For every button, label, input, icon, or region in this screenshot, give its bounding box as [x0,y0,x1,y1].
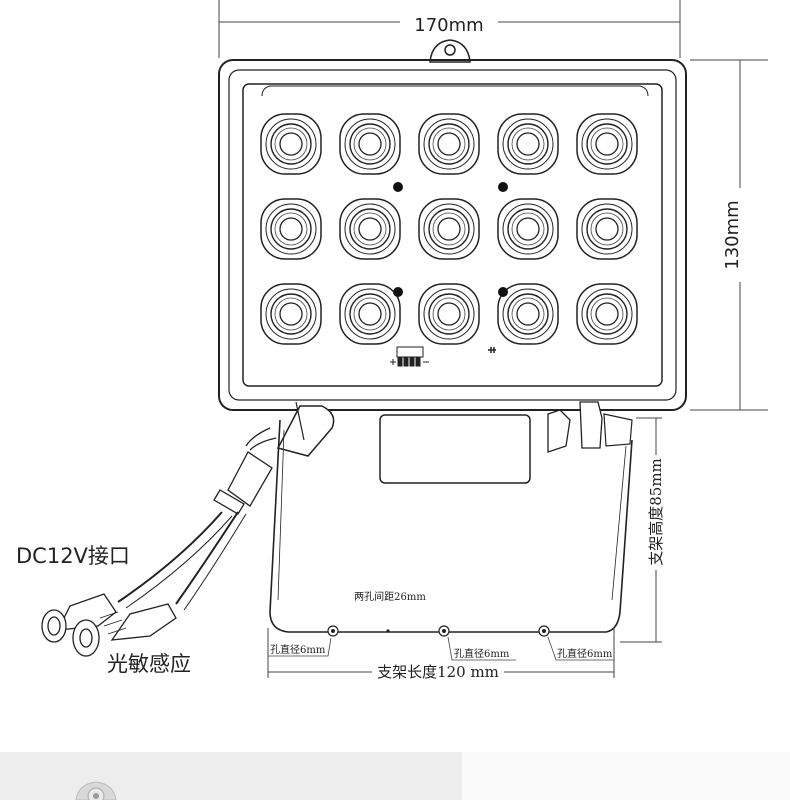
width-dimension [218,0,681,58]
led-lens [576,198,638,260]
led-lens [260,283,322,345]
led-array [260,113,638,345]
led-lens [260,113,322,175]
height-dimension [690,59,768,411]
dc-port-label: DC12V接口 [16,544,130,568]
cable-assembly [41,427,277,657]
hole-diameter-label-2: 孔直径6mm [454,647,510,660]
lamp-housing [218,59,687,411]
led-lens [339,283,401,345]
led-lens [339,198,401,260]
led-lens [497,283,559,345]
led-lens [576,283,638,345]
led-lens [418,198,480,260]
bracket-length-label: 支架长度120 mm [377,663,499,681]
led-lens [418,113,480,175]
hanging-tab [429,39,471,63]
bracket-height-dimension [620,417,662,643]
height-label: 130mm [722,200,743,269]
led-lens [497,198,559,260]
dip-switch-icon [390,346,429,367]
width-label: 170mm [414,15,483,36]
led-lens [339,113,401,175]
screw-holes [393,182,508,297]
bracket [269,401,633,637]
hole-diameter-leaders [268,636,614,661]
photosensor-label: 光敏感应 [107,652,191,676]
bottom-product-thumbnail [0,752,790,800]
led-lens [260,198,322,260]
hole-diameter-label-1: 孔直径6mm [270,643,326,656]
bracket-length-dimension [267,628,615,678]
bracket-height-label: 支架高度85mm [647,458,665,566]
hole-diameter-label-3: 孔直径6mm [557,647,613,660]
hole-spacing-label: 两孔间距26mm [354,590,426,603]
board-mark-icon [488,347,496,353]
led-lens [497,113,559,175]
led-lens [576,113,638,175]
led-lens [418,283,480,345]
